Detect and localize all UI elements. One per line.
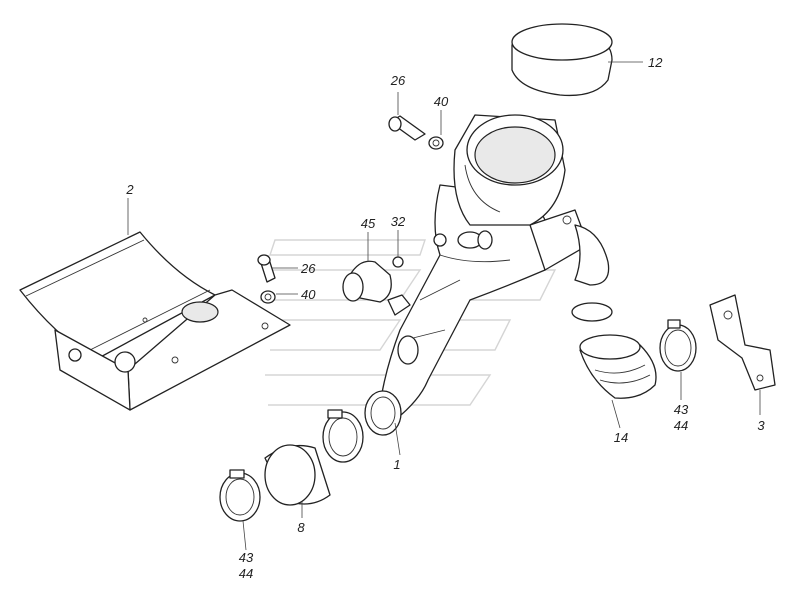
callout-40-mid: 40 bbox=[301, 287, 316, 302]
callout-44-right: 44 bbox=[674, 418, 688, 433]
part-26-bolt-top bbox=[388, 115, 426, 141]
part-12-cap bbox=[511, 23, 613, 97]
callout-45: 45 bbox=[361, 216, 376, 231]
callout-26-mid: 26 bbox=[300, 261, 316, 276]
part-45-rubber-mount bbox=[342, 260, 392, 303]
callout-labels: 1 2 3 8 12 14 26 26 32 40 40 45 43 44 43… bbox=[125, 55, 765, 581]
part-8-hose bbox=[264, 444, 331, 506]
callout-12: 12 bbox=[648, 55, 663, 70]
callout-26-top: 26 bbox=[390, 73, 406, 88]
callout-43-left: 43 bbox=[239, 550, 254, 565]
part-26-bolt-mid bbox=[257, 254, 276, 283]
part-2-bracket bbox=[19, 231, 291, 411]
part-40-washer-mid bbox=[260, 290, 276, 304]
callout-1: 1 bbox=[393, 457, 400, 472]
callout-3: 3 bbox=[757, 418, 765, 433]
callout-8: 8 bbox=[297, 520, 305, 535]
part-1-intake-pipe bbox=[364, 184, 610, 436]
leader-lines bbox=[127, 61, 761, 551]
callout-2: 2 bbox=[125, 182, 134, 197]
callout-40-top: 40 bbox=[434, 94, 449, 109]
callout-14: 14 bbox=[614, 430, 628, 445]
callout-43-right: 43 bbox=[674, 402, 689, 417]
part-32-washer bbox=[392, 256, 404, 268]
part-14-elbow-hose bbox=[571, 302, 657, 399]
callout-44-left: 44 bbox=[239, 566, 253, 581]
part-clamp-upper-hose bbox=[322, 409, 364, 463]
part-43-44-clamp-right bbox=[659, 319, 697, 372]
part-40-washer-top bbox=[428, 136, 444, 150]
callout-32: 32 bbox=[391, 214, 406, 229]
part-43-44-clamp-left bbox=[219, 469, 261, 522]
part-1-housing-top bbox=[453, 114, 566, 226]
part-3-bracket bbox=[709, 294, 776, 391]
